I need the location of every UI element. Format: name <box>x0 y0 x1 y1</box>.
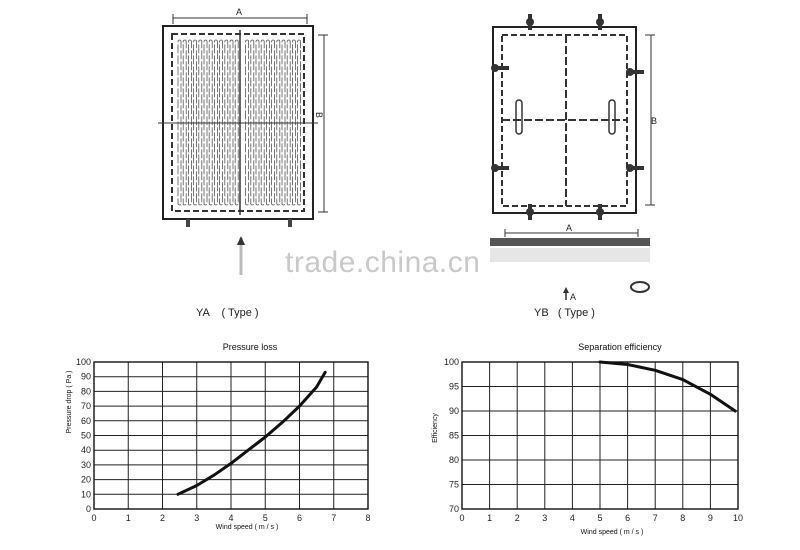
x-tick-label: 1 <box>126 513 131 523</box>
y-tick-label: 30 <box>81 460 91 470</box>
yb-clamps <box>491 14 644 220</box>
x-tick-label: 10 <box>733 513 743 523</box>
x-tick-label: 1 <box>487 513 492 523</box>
yb-arrow-label: A <box>570 292 576 302</box>
ya-dim-a-label: A <box>236 7 242 17</box>
x-tick-label: 6 <box>297 513 302 523</box>
yb-dim-b-label: B <box>651 116 657 126</box>
y-axis-label: Efficiency <box>432 413 439 443</box>
ya-axis-arrow-head <box>237 236 245 245</box>
y-tick-label: 100 <box>444 357 459 367</box>
x-tick-label: 7 <box>331 513 336 523</box>
plot-frame <box>93 361 369 510</box>
x-axis-label: Wind speed ( m / s ) <box>216 524 279 531</box>
clamp-bolt-icon <box>598 14 602 30</box>
yb-arrow-head <box>563 287 569 293</box>
ya-foot-left <box>186 219 190 227</box>
clamp-bolt-icon <box>493 166 509 170</box>
clamp-bolt-icon <box>528 204 532 220</box>
chart-title: Separation efficiency <box>578 342 662 352</box>
technical-drawings: A B A B A <box>158 7 657 302</box>
yb-side-view <box>490 238 650 246</box>
x-tick-label: 3 <box>194 513 199 523</box>
x-tick-label: 5 <box>263 513 268 523</box>
yb-slot-left <box>515 99 523 135</box>
x-tick-label: 5 <box>597 513 602 523</box>
x-tick-label: 8 <box>680 513 685 523</box>
chart-title: Pressure loss <box>223 342 278 352</box>
ya-drawing: A B <box>158 7 328 275</box>
clamp-bolt-icon <box>528 14 532 30</box>
x-tick-label: 0 <box>459 513 464 523</box>
yb-outer-frame <box>492 26 637 214</box>
x-tick-label: 4 <box>570 513 575 523</box>
ya-dim-b-label: B <box>314 112 324 118</box>
x-tick-label: 9 <box>708 513 713 523</box>
series-line <box>176 370 327 496</box>
watermark: trade.china.cn <box>285 246 481 279</box>
yb-drawing: A B A <box>490 14 657 302</box>
y-tick-label: 0 <box>86 504 91 514</box>
x-tick-label: 2 <box>515 513 520 523</box>
x-axis-label: Wind speed ( m / s ) <box>581 529 644 536</box>
ya-caption: YA ( Type ) <box>196 307 259 319</box>
y-tick-label: 20 <box>81 475 91 485</box>
y-tick-label: 10 <box>81 489 91 499</box>
y-tick-label: 75 <box>449 480 459 490</box>
yb-side-knob <box>630 281 650 293</box>
clamp-bolt-icon <box>598 204 602 220</box>
x-tick-label: 0 <box>91 513 96 523</box>
y-tick-label: 95 <box>449 382 459 392</box>
yb-slot-right <box>608 99 616 135</box>
yb-caption: YB ( Type ) <box>534 307 595 319</box>
yb-side-view-band <box>490 248 650 262</box>
separation-efficiency-chart: 0 1 2 3 4 5 6 7 8 9 10 70 75 80 85 90 95 100 Separation ef… <box>432 342 743 536</box>
y-tick-label: 40 <box>81 445 91 455</box>
x-tick-label: 4 <box>228 513 233 523</box>
y-tick-label: 70 <box>449 504 459 514</box>
x-tick-label: 8 <box>365 513 370 523</box>
clamp-bolt-icon <box>493 66 509 70</box>
y-tick-label: 80 <box>449 455 459 465</box>
x-tick-label: 2 <box>160 513 165 523</box>
x-tick-label: 7 <box>653 513 658 523</box>
ya-foot-right <box>288 219 292 227</box>
clamp-bolt-icon <box>628 70 644 74</box>
series-line <box>598 360 737 413</box>
y-tick-label: 80 <box>81 386 91 396</box>
x-tick-label: 3 <box>542 513 547 523</box>
y-tick-label: 50 <box>81 431 91 441</box>
y-tick-label: 100 <box>76 357 91 367</box>
y-axis-label: Pressure drop ( Pa ) <box>66 370 73 433</box>
yb-dim-a-label: A <box>566 223 572 233</box>
x-tick-label: 6 <box>625 513 630 523</box>
y-tick-label: 70 <box>81 401 91 411</box>
y-tick-label: 90 <box>81 372 91 382</box>
clamp-bolt-icon <box>628 166 644 170</box>
y-tick-label: 90 <box>449 406 459 416</box>
y-tick-label: 60 <box>81 416 91 426</box>
y-tick-label: 85 <box>449 431 459 441</box>
